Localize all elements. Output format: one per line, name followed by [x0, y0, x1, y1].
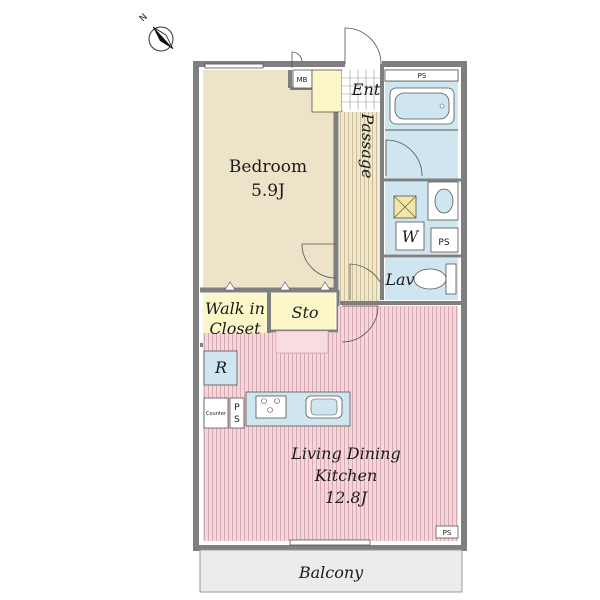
ps-bottom-label: PS — [443, 529, 452, 537]
bedroom-size: 5.9J — [251, 181, 285, 201]
ldk-label-line1: Living Dining — [290, 444, 400, 463]
north-compass-icon: N — [138, 12, 174, 52]
pipe-space-mid — [430, 227, 459, 253]
walk-in-closet-label-line2: Closet — [209, 319, 261, 338]
storage-label: Sto — [291, 303, 318, 322]
entrance-floor — [342, 70, 382, 110]
storage-floor — [271, 293, 335, 329]
ps-mid-label: PS — [438, 238, 449, 248]
washer-label: W — [402, 227, 420, 246]
washer-space — [395, 221, 425, 251]
stove-icon — [255, 395, 287, 419]
lavatory-label: Lav — [384, 270, 414, 289]
shoe-cabinet — [311, 69, 343, 113]
pipe-space-kitchen — [229, 397, 245, 429]
balcony-floor — [199, 549, 463, 593]
ldk-floor — [203, 333, 458, 541]
ps-kitchen-label-s: S — [234, 415, 240, 425]
toilet — [413, 268, 447, 290]
passage-label: Passage — [358, 112, 377, 178]
walk-in-closet-label-line1: Walk in — [205, 299, 265, 318]
bedroom-label: Bedroom — [229, 157, 307, 177]
ldk-storage-shelf — [275, 330, 329, 354]
ldk-label-line2: Kitchen — [314, 466, 378, 485]
bathroom-floor — [385, 70, 458, 180]
meter-box-label: MB — [297, 76, 308, 84]
front-door — [344, 27, 382, 65]
counter-label: Counter — [206, 411, 227, 417]
passage-floor — [339, 112, 380, 304]
compass-letter: N — [138, 12, 150, 24]
counter — [203, 397, 229, 429]
refrigerator-space — [203, 350, 238, 386]
ps-kitchen-label-p: P — [234, 403, 240, 413]
refrigerator-label: R — [214, 358, 227, 377]
balcony-label: Balcony — [298, 563, 364, 582]
entrance-label: Ent — [351, 80, 381, 99]
ldk-size: 12.8J — [325, 488, 369, 507]
ps-top-label: PS — [418, 72, 427, 80]
